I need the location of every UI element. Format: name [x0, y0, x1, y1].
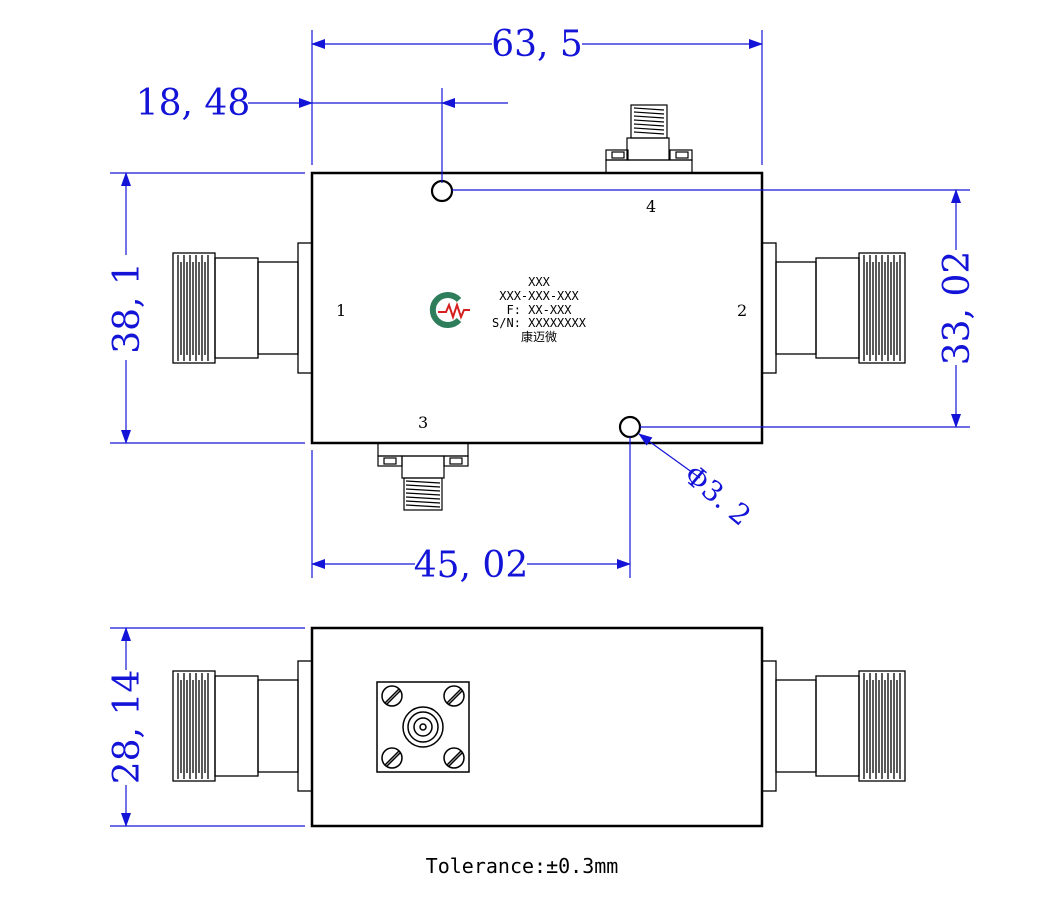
company-logo — [429, 292, 470, 328]
port-4-label: 4 — [646, 197, 656, 216]
sma-flange-face — [376, 681, 470, 773]
dim-hole-x-spacing: 45, 02 — [311, 437, 631, 586]
dim-overall-length-value: 63, 5 — [491, 24, 583, 65]
side-right-n-connector — [761, 660, 906, 792]
dim-body-height: 38, 1 — [107, 172, 305, 444]
tolerance-note: Tolerance:±0.3mm — [426, 854, 619, 878]
dim-overall-length: 63, 5 — [311, 24, 763, 165]
dim-side-height: 28, 14 — [107, 627, 305, 827]
flange-screw — [443, 747, 465, 769]
dim-body-height-value: 38, 1 — [107, 262, 148, 354]
label-line-4: S/N: XXXXXXXX — [492, 316, 587, 330]
flange-screw — [443, 685, 465, 707]
port-2-label: 2 — [737, 301, 747, 320]
top-view: 1 2 3 4 XXX XXX-XXX-XXX F: XX-XXX S/N: X… — [107, 24, 978, 586]
flange-screw — [381, 685, 403, 707]
port3-sma-connector — [377, 442, 469, 511]
mounting-hole-top — [430, 179, 454, 203]
right-n-connector — [761, 242, 906, 374]
port-1-label: 1 — [336, 301, 346, 320]
port-3-label: 3 — [418, 413, 428, 432]
dim-side-height-value: 28, 14 — [107, 670, 148, 785]
flange-screw — [381, 747, 403, 769]
label-line-3: F: XX-XXX — [506, 303, 572, 317]
dim-hole-y-spacing: 33, 02 — [452, 189, 978, 428]
dim-hole-x-offset-value: 18, 48 — [136, 83, 251, 124]
side-view: 28, 14 — [107, 626, 906, 828]
dim-hole-diameter: Φ3. 2 — [638, 433, 758, 532]
side-left-n-connector — [172, 660, 313, 792]
side-body-outline — [310, 626, 764, 828]
label-line-2: XXX-XXX-XXX — [499, 289, 579, 303]
dim-hole-x-offset: 18, 48 — [136, 83, 508, 183]
mounting-hole-bottom — [618, 415, 642, 439]
port4-sma-connector — [605, 104, 693, 174]
dim-hole-diameter-value: Φ3. 2 — [678, 458, 758, 532]
label-line-1: XXX — [528, 275, 550, 289]
label-line-5: 康迈微 — [521, 329, 557, 344]
dim-hole-x-spacing-value: 45, 02 — [414, 545, 529, 586]
left-n-connector — [172, 242, 313, 374]
dim-hole-y-spacing-value: 33, 02 — [937, 251, 978, 366]
